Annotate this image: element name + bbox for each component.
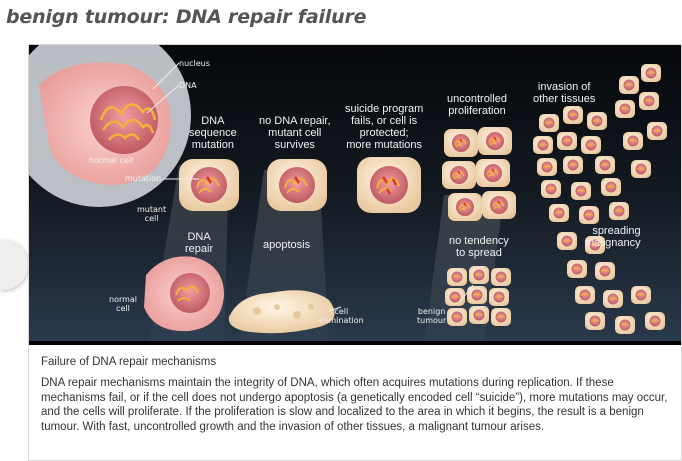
label-no-tendency: no tendency to spread <box>449 235 509 259</box>
eliminated-cell <box>228 290 335 334</box>
caption-body: DNA repair mechanisms maintain the integ… <box>41 377 668 433</box>
normal-cell-bottom <box>144 256 224 332</box>
nucleus-large <box>90 86 158 154</box>
label-apoptosis: apoptosis <box>263 239 311 251</box>
label-benign-tumour: benign tumour <box>417 307 447 325</box>
mutant-cell <box>179 159 239 211</box>
proliferation-cluster <box>441 126 517 222</box>
figure: nucleus DNA normal cell DNA sequence mut… <box>28 44 682 461</box>
caption-title: Failure of DNA repair mechanisms <box>41 356 217 368</box>
label-suicide-program: suicide program fails, or cell is protec… <box>345 103 424 151</box>
side-scroll-tab[interactable] <box>0 240 28 290</box>
label-uncontrolled-proliferation: uncontrolled proliferation <box>447 93 507 117</box>
label-dna-sequence-mutation: DNA sequence mutation <box>189 115 237 151</box>
label-normal-cell-bottom: normal cell <box>109 295 138 313</box>
label-mutant-cell: mutant cell <box>137 205 167 223</box>
page-title: benign tumour: DNA repair failure <box>6 6 367 28</box>
label-invasion: invasion of other tissues <box>533 81 596 105</box>
cell-fragments <box>253 304 314 319</box>
caption: Failure of DNA repair mechanisms DNA rep… <box>29 347 681 434</box>
label-nucleus: nucleus <box>179 59 210 68</box>
dna-strands-large <box>99 103 157 141</box>
dna-repair-illustration <box>29 45 681 345</box>
label-cell-elimination: cell elimination <box>319 307 364 325</box>
label-spreading-malignancy: spreading malignancy <box>585 225 641 249</box>
more-mutations-cell <box>357 157 421 213</box>
benign-tumour-cluster <box>444 265 512 327</box>
label-mutation: mutation <box>125 174 162 183</box>
label-dna-repair: DNA repair <box>185 231 214 255</box>
label-normal-cell-top: normal cell <box>89 156 134 165</box>
surviving-mutant-cell <box>267 159 327 211</box>
label-no-dna-repair: no DNA repair, mutant cell survives <box>259 115 331 151</box>
label-dna: DNA <box>179 81 197 90</box>
